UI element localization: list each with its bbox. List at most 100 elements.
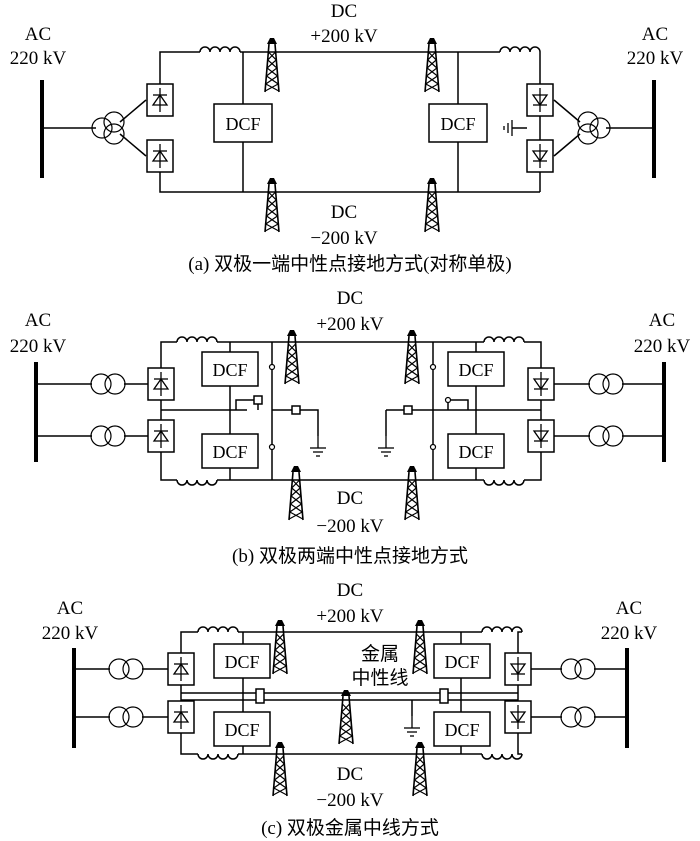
transformer-icon (90, 373, 126, 395)
tower-icon (338, 689, 354, 745)
dc-neg-voltage: −200 kV (310, 228, 377, 249)
reactor-icon (197, 626, 239, 633)
tower-icon (272, 741, 288, 797)
reactor-icon (481, 753, 523, 760)
inverter-icon (527, 367, 555, 401)
inverter-icon (504, 652, 532, 686)
diagram-a: DC +200 kV AC 220 kV AC 220 kV DCF (10, 1, 684, 275)
ac-left-voltage: 220 kV (10, 336, 67, 357)
dcf-filter-box (213, 711, 271, 747)
tower-icon (264, 37, 280, 93)
dc-label-bottom: DC (337, 488, 363, 509)
ground-icon (503, 120, 513, 136)
reactor-icon (483, 479, 525, 486)
ground-icon (377, 435, 395, 457)
dcf-label: DCF (225, 114, 260, 134)
caption-b: (b) 双极两端中性点接地方式 (232, 545, 468, 567)
dc-label-top: DC (337, 288, 363, 309)
tower-icon (288, 465, 304, 521)
rectifier-icon (167, 652, 195, 686)
dcf-filter-box (428, 103, 488, 143)
ground-icon (309, 435, 327, 457)
dcf-label: DCF (212, 360, 247, 380)
reactor-icon (483, 336, 525, 343)
ac-right-label: AC (642, 24, 668, 45)
ac-right-label: AC (649, 310, 675, 331)
caption-a: (a) 双极一端中性点接地方式(对称单极) (188, 253, 512, 275)
ac-left-label: AC (25, 24, 51, 45)
dcf-filter-box (201, 433, 259, 469)
rectifier-icon (146, 139, 174, 173)
reactor-icon (481, 626, 523, 633)
metallic-return-label: 金属 (361, 643, 399, 665)
dcf-label: DCF (458, 360, 493, 380)
transformer-icon (560, 706, 596, 728)
ac-left-voltage: 220 kV (42, 623, 99, 644)
inverter-icon (504, 700, 532, 734)
ac-right-voltage: 220 kV (627, 48, 684, 69)
dc-pos-voltage: +200 kV (316, 606, 383, 627)
reactor-icon (199, 46, 241, 53)
tower-icon (264, 177, 280, 233)
dc-label-bottom: DC (337, 764, 363, 785)
dc-pos-voltage: +200 kV (316, 314, 383, 335)
tower-icon (412, 741, 428, 797)
ac-left-label: AC (57, 598, 83, 619)
diagram-c: DC +200 kV AC 220 kV AC 220 kV 金属 中性线 DC… (42, 580, 658, 839)
rectifier-icon (146, 83, 174, 117)
inverter-icon (526, 139, 554, 173)
dcf-label: DCF (458, 442, 493, 462)
tower-icon (284, 329, 300, 385)
transformer-icon (577, 111, 611, 145)
tower-icon (404, 329, 420, 385)
dcf-filter-box (447, 433, 505, 469)
dcf-label: DCF (440, 114, 475, 134)
caption-c: (c) 双极金属中线方式 (261, 817, 439, 839)
tower-icon (412, 619, 428, 675)
dc-neg-voltage: −200 kV (316, 790, 383, 811)
rectifier-icon (167, 700, 195, 734)
dc-label-bottom: DC (331, 202, 357, 223)
tower-icon (404, 465, 420, 521)
transformer-icon (108, 658, 144, 680)
dc-label-top: DC (337, 580, 363, 601)
dc-label-top: DC (331, 1, 357, 22)
rectifier-icon (147, 367, 175, 401)
dcf-filter-box (433, 711, 491, 747)
reactor-icon (176, 336, 218, 343)
dcf-filter-box (447, 351, 505, 387)
dc-pos-voltage: +200 kV (310, 26, 377, 47)
transformer-icon (560, 658, 596, 680)
ac-left-voltage: 220 kV (10, 48, 67, 69)
inverter-icon (527, 419, 555, 453)
dcf-filter-box (201, 351, 259, 387)
reactor-icon (176, 479, 218, 486)
dcf-label: DCF (224, 652, 259, 672)
dcf-label: DCF (212, 442, 247, 462)
dcf-label: DCF (444, 652, 479, 672)
reactor-icon (499, 46, 541, 53)
dcf-filter-box (213, 103, 273, 143)
ac-left-label: AC (25, 310, 51, 331)
dc-neg-voltage: −200 kV (316, 516, 383, 537)
rectifier-icon (147, 419, 175, 453)
tower-icon (424, 177, 440, 233)
transformer-icon (90, 425, 126, 447)
reactor-icon (197, 753, 239, 760)
ground-icon (403, 715, 421, 737)
dcf-filter-box (433, 643, 491, 679)
tower-icon (424, 37, 440, 93)
transformer-icon (588, 425, 624, 447)
inverter-icon (526, 83, 554, 117)
ac-right-label: AC (616, 598, 642, 619)
metallic-return-label-2: 中性线 (351, 667, 408, 689)
dcf-filter-box (213, 643, 271, 679)
diagram-b: DC +200 kV AC 220 kV AC 220 kV DCF DCF (10, 288, 691, 567)
dcf-label: DCF (444, 720, 479, 740)
ac-right-voltage: 220 kV (634, 336, 691, 357)
transformer-icon (588, 373, 624, 395)
dcf-label: DCF (224, 720, 259, 740)
tower-icon (272, 619, 288, 675)
transformer-icon (108, 706, 144, 728)
transformer-icon (91, 111, 125, 145)
